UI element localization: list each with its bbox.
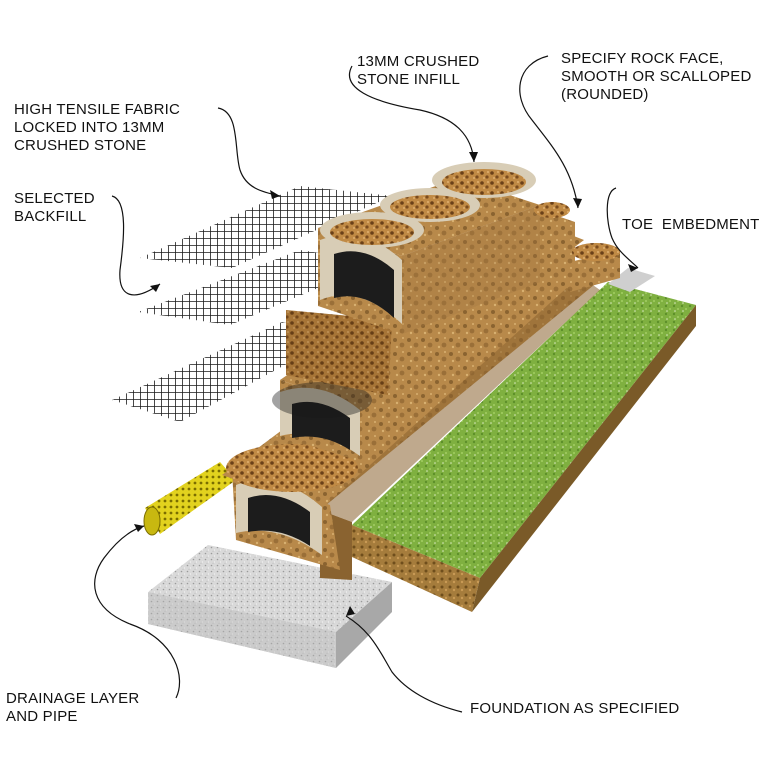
leader-toe xyxy=(606,187,639,269)
label-drainage-layer: DRAINAGE LAYER AND PIPE xyxy=(6,690,140,725)
label-foundation: FOUNDATION AS SPECIFIED xyxy=(470,700,680,717)
leader-infill xyxy=(349,65,475,163)
leader-arrowheads xyxy=(134,152,638,616)
leader-lines xyxy=(94,55,639,713)
retaining-block-icon xyxy=(222,162,620,580)
leader-foundation xyxy=(345,615,463,713)
leader-drainage xyxy=(94,525,180,699)
leader-rockface xyxy=(519,55,579,209)
label-selected-backfill: SELECTED BACKFILL xyxy=(14,190,95,225)
label-stone-infill: 13MM CRUSHED STONE INFILL xyxy=(357,53,480,88)
drainage-pipe-icon xyxy=(143,462,236,536)
label-toe-embedment: TOE EMBEDMENT xyxy=(622,216,760,233)
label-rock-face: SPECIFY ROCK FACE, SMOOTH OR SCALLOPED (… xyxy=(561,50,752,103)
foundation-slab-icon xyxy=(148,545,392,668)
leader-backfill xyxy=(111,195,161,296)
label-high-tensile-fabric: HIGH TENSILE FABRIC LOCKED INTO 13MM CRU… xyxy=(14,101,181,154)
grass-slab-icon xyxy=(352,268,696,612)
leader-fabric xyxy=(217,107,281,197)
